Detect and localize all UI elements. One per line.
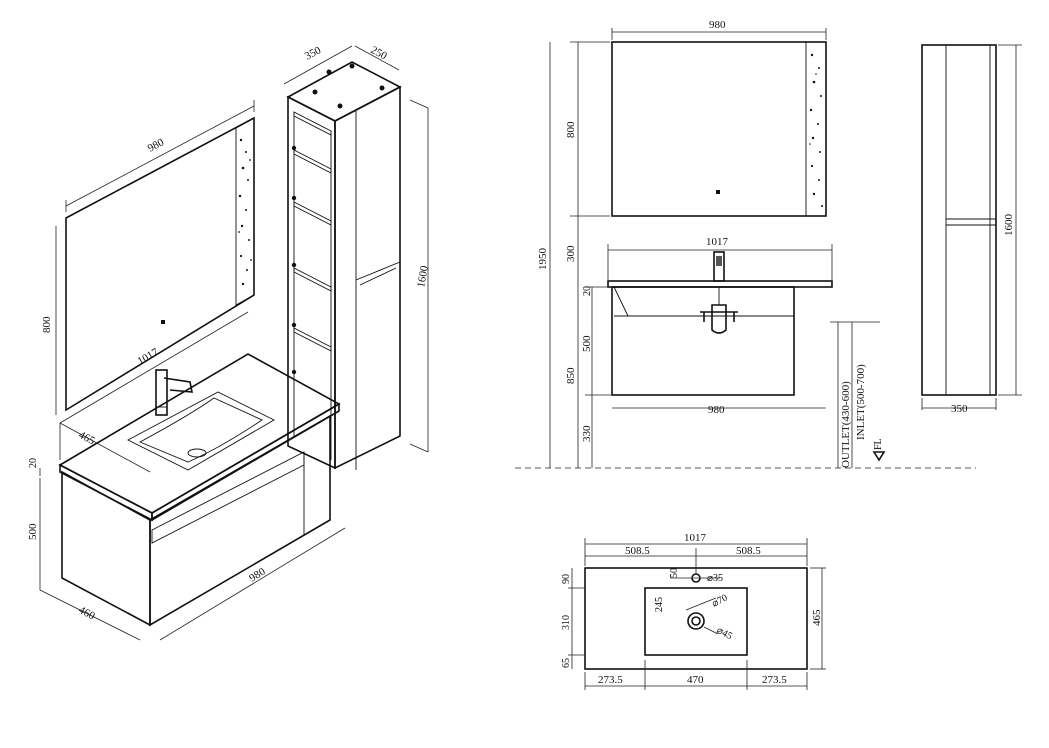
- plan-drain-inner-label: ⌀45: [715, 625, 734, 642]
- plan-bowl-length-label: 310: [561, 615, 572, 630]
- iso-countertop: [58, 353, 341, 522]
- iso-tall-width-label: 250: [369, 44, 390, 63]
- front-vanity-dims: 1017 980 1950 300 20 500 850 330 OUTLET(…: [515, 42, 976, 469]
- iso-tall-dims: 350 250 1600: [283, 44, 431, 453]
- plan-top-margin-label: 90: [561, 574, 572, 584]
- iso-cabinet-width-label: 980: [247, 565, 268, 584]
- plan-depth-label: 465: [811, 609, 823, 626]
- plan-bowl-width-label: 470: [687, 674, 704, 686]
- iso-mirror-height-label: 800: [41, 316, 53, 333]
- iso-mirror-width-label: 980: [146, 136, 167, 155]
- front-mirror: [611, 41, 827, 217]
- iso-tall-depth-label: 350: [303, 44, 324, 63]
- iso-drawer-height-label: 500: [27, 523, 39, 540]
- plan-dims: 1017 508.5 508.5 50 ⌀35 ⌀70 ⌀45 245 465 …: [561, 532, 826, 690]
- iso-cabinet: [61, 414, 331, 627]
- plan-half-right-label: 508.5: [736, 545, 761, 557]
- plan-bowl-depth-label: 245: [654, 597, 665, 612]
- front-inlet-label: INLET(500-700): [855, 364, 867, 440]
- iso-mirror: [65, 116, 255, 412]
- side-width-label: 350: [951, 403, 968, 415]
- plan-drain-label: ⌀70: [710, 592, 729, 609]
- plan-bottom-margin-label: 65: [561, 658, 572, 668]
- front-vanity-height-label: 850: [565, 367, 577, 384]
- front-cabinet-height-label: 500: [581, 335, 593, 352]
- plan-side-right-label: 273.5: [762, 674, 787, 686]
- iso-basin-width-label: 1017: [136, 346, 161, 368]
- iso-cabinet-depth-label: 460: [77, 604, 98, 623]
- plan-view: [584, 567, 808, 670]
- front-floor-label: FL: [873, 438, 884, 450]
- isometric-view: 980 800 1017 465 20: [27, 44, 431, 641]
- plan-side-left-label: 273.5: [598, 674, 623, 686]
- plan-total-width-label: 1017: [684, 532, 707, 544]
- iso-cabinet-dims: 500 460 980: [27, 478, 346, 641]
- front-mirror-dims: 980 800: [565, 19, 827, 217]
- plan-tap-hole-label: ⌀35: [707, 573, 723, 584]
- iso-top-thickness-label: 20: [28, 458, 39, 468]
- iso-tall-cabinet: [286, 61, 402, 470]
- side-view: 1600 350: [921, 44, 1022, 415]
- front-total-height-label: 1950: [537, 248, 549, 271]
- front-vanity: [607, 251, 833, 396]
- front-gap-label: 300: [565, 245, 577, 262]
- front-view: 980 800 1017 980 1950: [515, 19, 976, 469]
- front-cabinet-width-label: 980: [708, 404, 725, 416]
- front-floor-gap-label: 330: [581, 425, 593, 442]
- front-outlet-label: OUTLET(430-600): [840, 381, 852, 468]
- front-mirror-height-label: 800: [565, 121, 577, 138]
- front-top-thickness-label: 20: [582, 286, 593, 296]
- iso-tall-height-label: 1600: [415, 264, 431, 288]
- front-mirror-width-label: 980: [709, 19, 726, 31]
- iso-mirror-dims: 980 800: [41, 100, 255, 415]
- plan-tap-offset-label: 50: [669, 568, 680, 578]
- side-height-label: 1600: [1003, 214, 1015, 237]
- plan-half-left-label: 508.5: [625, 545, 650, 557]
- front-top-width-label: 1017: [706, 236, 729, 248]
